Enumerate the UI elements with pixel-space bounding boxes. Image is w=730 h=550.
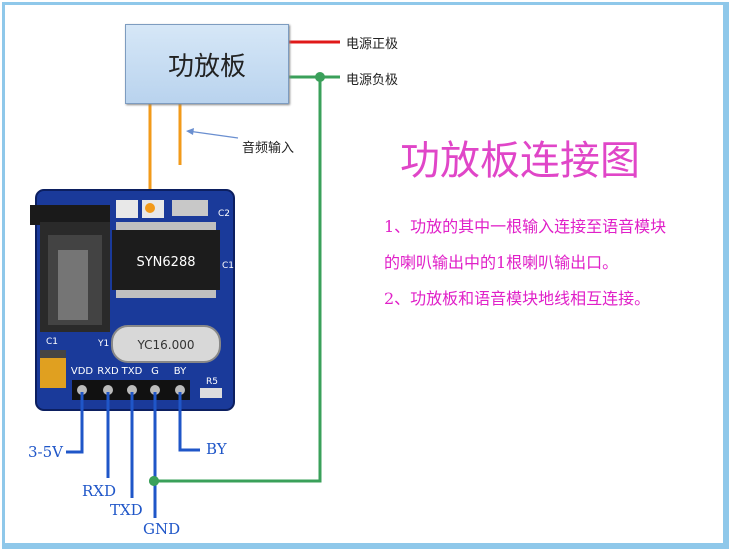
voice-module-board: SYN6288 YC16.000 C1 Y1 R5 C1 C2 VDD RXD … (30, 189, 235, 411)
output-label-txd: TXD (110, 501, 143, 519)
power-positive-label: 电源正极 (346, 37, 399, 52)
wire-vdd (66, 392, 84, 454)
wire-by (178, 392, 200, 452)
chip-text: SYN6288 (136, 255, 195, 270)
output-label-gnd: GND (143, 520, 181, 538)
label-y1: Y1 (97, 339, 109, 349)
crystal-text: YC16.000 (136, 338, 194, 352)
chip-pins (116, 222, 216, 298)
power-negative-label: 电源负极 (346, 73, 399, 88)
label-r5: R5 (206, 377, 218, 387)
description-line-1: 1、功放的其中一根输入连接至语音模块 (384, 217, 667, 236)
output-label-vdd: 3-5V (28, 443, 63, 461)
diagram-title: 功放板连接图 (400, 138, 640, 184)
output-label-rxd: RXD (82, 482, 116, 500)
amp-board-box: 功放板 (125, 24, 289, 104)
audio-input-label: 音频输入 (242, 141, 295, 156)
resistor-r5 (200, 388, 222, 398)
pin-label-txd: TXD (121, 366, 143, 377)
audio-jack-top (30, 205, 110, 225)
component-small (172, 200, 208, 216)
description-line-3: 2、功放板和语音模块地线相互连接。 (384, 289, 651, 308)
pin-label-g: G (151, 366, 159, 377)
ground-junction-top (315, 72, 325, 82)
ground-loop-wire (154, 77, 322, 483)
pad-1 (116, 200, 138, 218)
main-chip (112, 230, 220, 290)
pin-header (72, 380, 190, 400)
pin-label-by: BY (174, 366, 187, 377)
pin-label-vdd: VDD (71, 366, 94, 377)
label-c1b: C1 (222, 261, 234, 271)
amp-board-label: 功放板 (167, 51, 246, 82)
description-line-2: 的喇叭输出中的1根喇叭输出口。 (384, 253, 619, 272)
crystal (111, 325, 221, 363)
arrowhead-icon (186, 128, 194, 135)
label-c2: C2 (218, 209, 230, 219)
output-label-by: BY (206, 440, 227, 458)
pin-label-rxd: RXD (97, 366, 119, 377)
audio-pointer-arrow (187, 130, 239, 139)
label-c1: C1 (46, 337, 58, 347)
